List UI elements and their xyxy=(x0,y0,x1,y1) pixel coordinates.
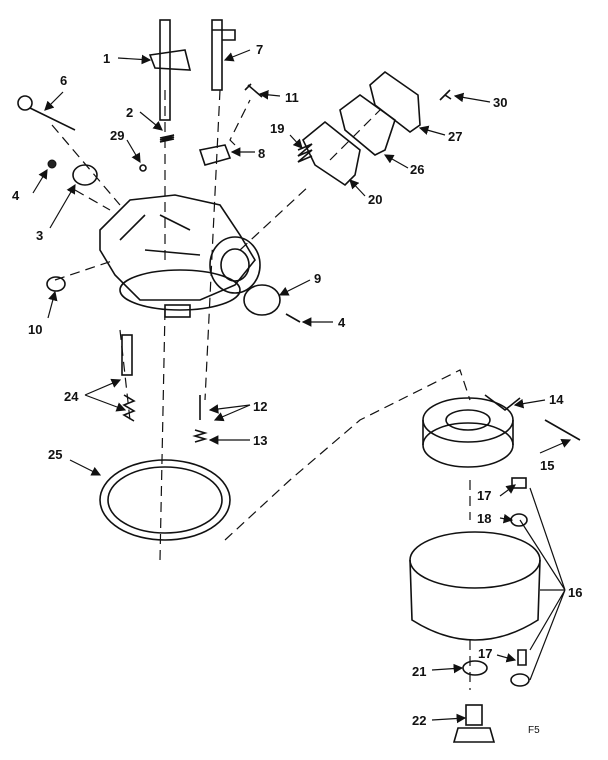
callout-24: 24 xyxy=(64,389,79,404)
callout-17-lower: 17 xyxy=(478,646,492,661)
bowl-washer xyxy=(510,513,528,527)
float-pin xyxy=(544,419,581,441)
callout-21: 21 xyxy=(412,664,426,679)
idle-screw xyxy=(244,83,263,98)
check-ball xyxy=(139,164,147,172)
choke-valve xyxy=(243,284,281,316)
callout-4-lower: 4 xyxy=(338,315,346,330)
callout-17-upper: 17 xyxy=(477,488,491,503)
choke-shaft xyxy=(211,19,236,91)
callout-12: 12 xyxy=(253,399,267,414)
callout-1: 1 xyxy=(103,51,110,66)
callout-19: 19 xyxy=(270,121,284,136)
callout-9: 9 xyxy=(314,271,321,286)
callout-10: 10 xyxy=(28,322,42,337)
float xyxy=(422,394,521,468)
leader-lines xyxy=(32,49,572,724)
bowl-screw xyxy=(511,477,527,489)
carburetor-body xyxy=(99,194,261,318)
callout-22: 22 xyxy=(412,713,426,728)
callout-4-upper: 4 xyxy=(12,188,20,203)
callout-30: 30 xyxy=(493,95,507,110)
callout-3: 3 xyxy=(36,228,43,243)
callout-6: 6 xyxy=(60,73,67,88)
bowl-nut-washer xyxy=(462,660,488,676)
adjust-nut xyxy=(510,673,530,687)
callout-20: 20 xyxy=(368,192,382,207)
callout-labels: 1 2 3 4 4 6 7 8 9 10 11 12 13 14 15 16 1… xyxy=(12,42,582,736)
bowl-gasket xyxy=(99,459,231,541)
choke-plate xyxy=(198,144,232,166)
callout-15: 15 xyxy=(540,458,554,473)
pump-cover xyxy=(369,70,421,133)
throttle-plate xyxy=(47,159,98,186)
callout-29: 29 xyxy=(110,128,124,143)
callout-18: 18 xyxy=(477,511,491,526)
callout-27: 27 xyxy=(448,129,462,144)
needle-spring xyxy=(192,429,208,443)
pump-gasket xyxy=(339,94,396,156)
throttle-stop-screw xyxy=(17,95,76,131)
pump-spring xyxy=(297,143,313,163)
callout-13: 13 xyxy=(253,433,267,448)
callout-25: 25 xyxy=(48,447,62,462)
callout-2: 2 xyxy=(126,105,133,120)
choke-screw xyxy=(285,313,301,323)
fuel-diaphragm xyxy=(302,120,361,187)
assembly-lines xyxy=(51,89,471,690)
cover-screw xyxy=(439,89,452,101)
callout-7: 7 xyxy=(256,42,263,57)
callout-14: 14 xyxy=(549,392,564,407)
callout-8: 8 xyxy=(258,146,265,161)
callout-26: 26 xyxy=(410,162,424,177)
fuel-bowl xyxy=(409,531,541,641)
bowl-nut xyxy=(452,704,496,743)
callout-11: 11 xyxy=(285,90,299,105)
sheet-code: F5 xyxy=(528,725,540,736)
adjust-screw xyxy=(517,649,527,666)
main-jet xyxy=(121,334,136,422)
callout-16: 16 xyxy=(568,585,582,600)
throttle-shaft xyxy=(148,19,192,121)
shaft-spring xyxy=(159,134,175,143)
